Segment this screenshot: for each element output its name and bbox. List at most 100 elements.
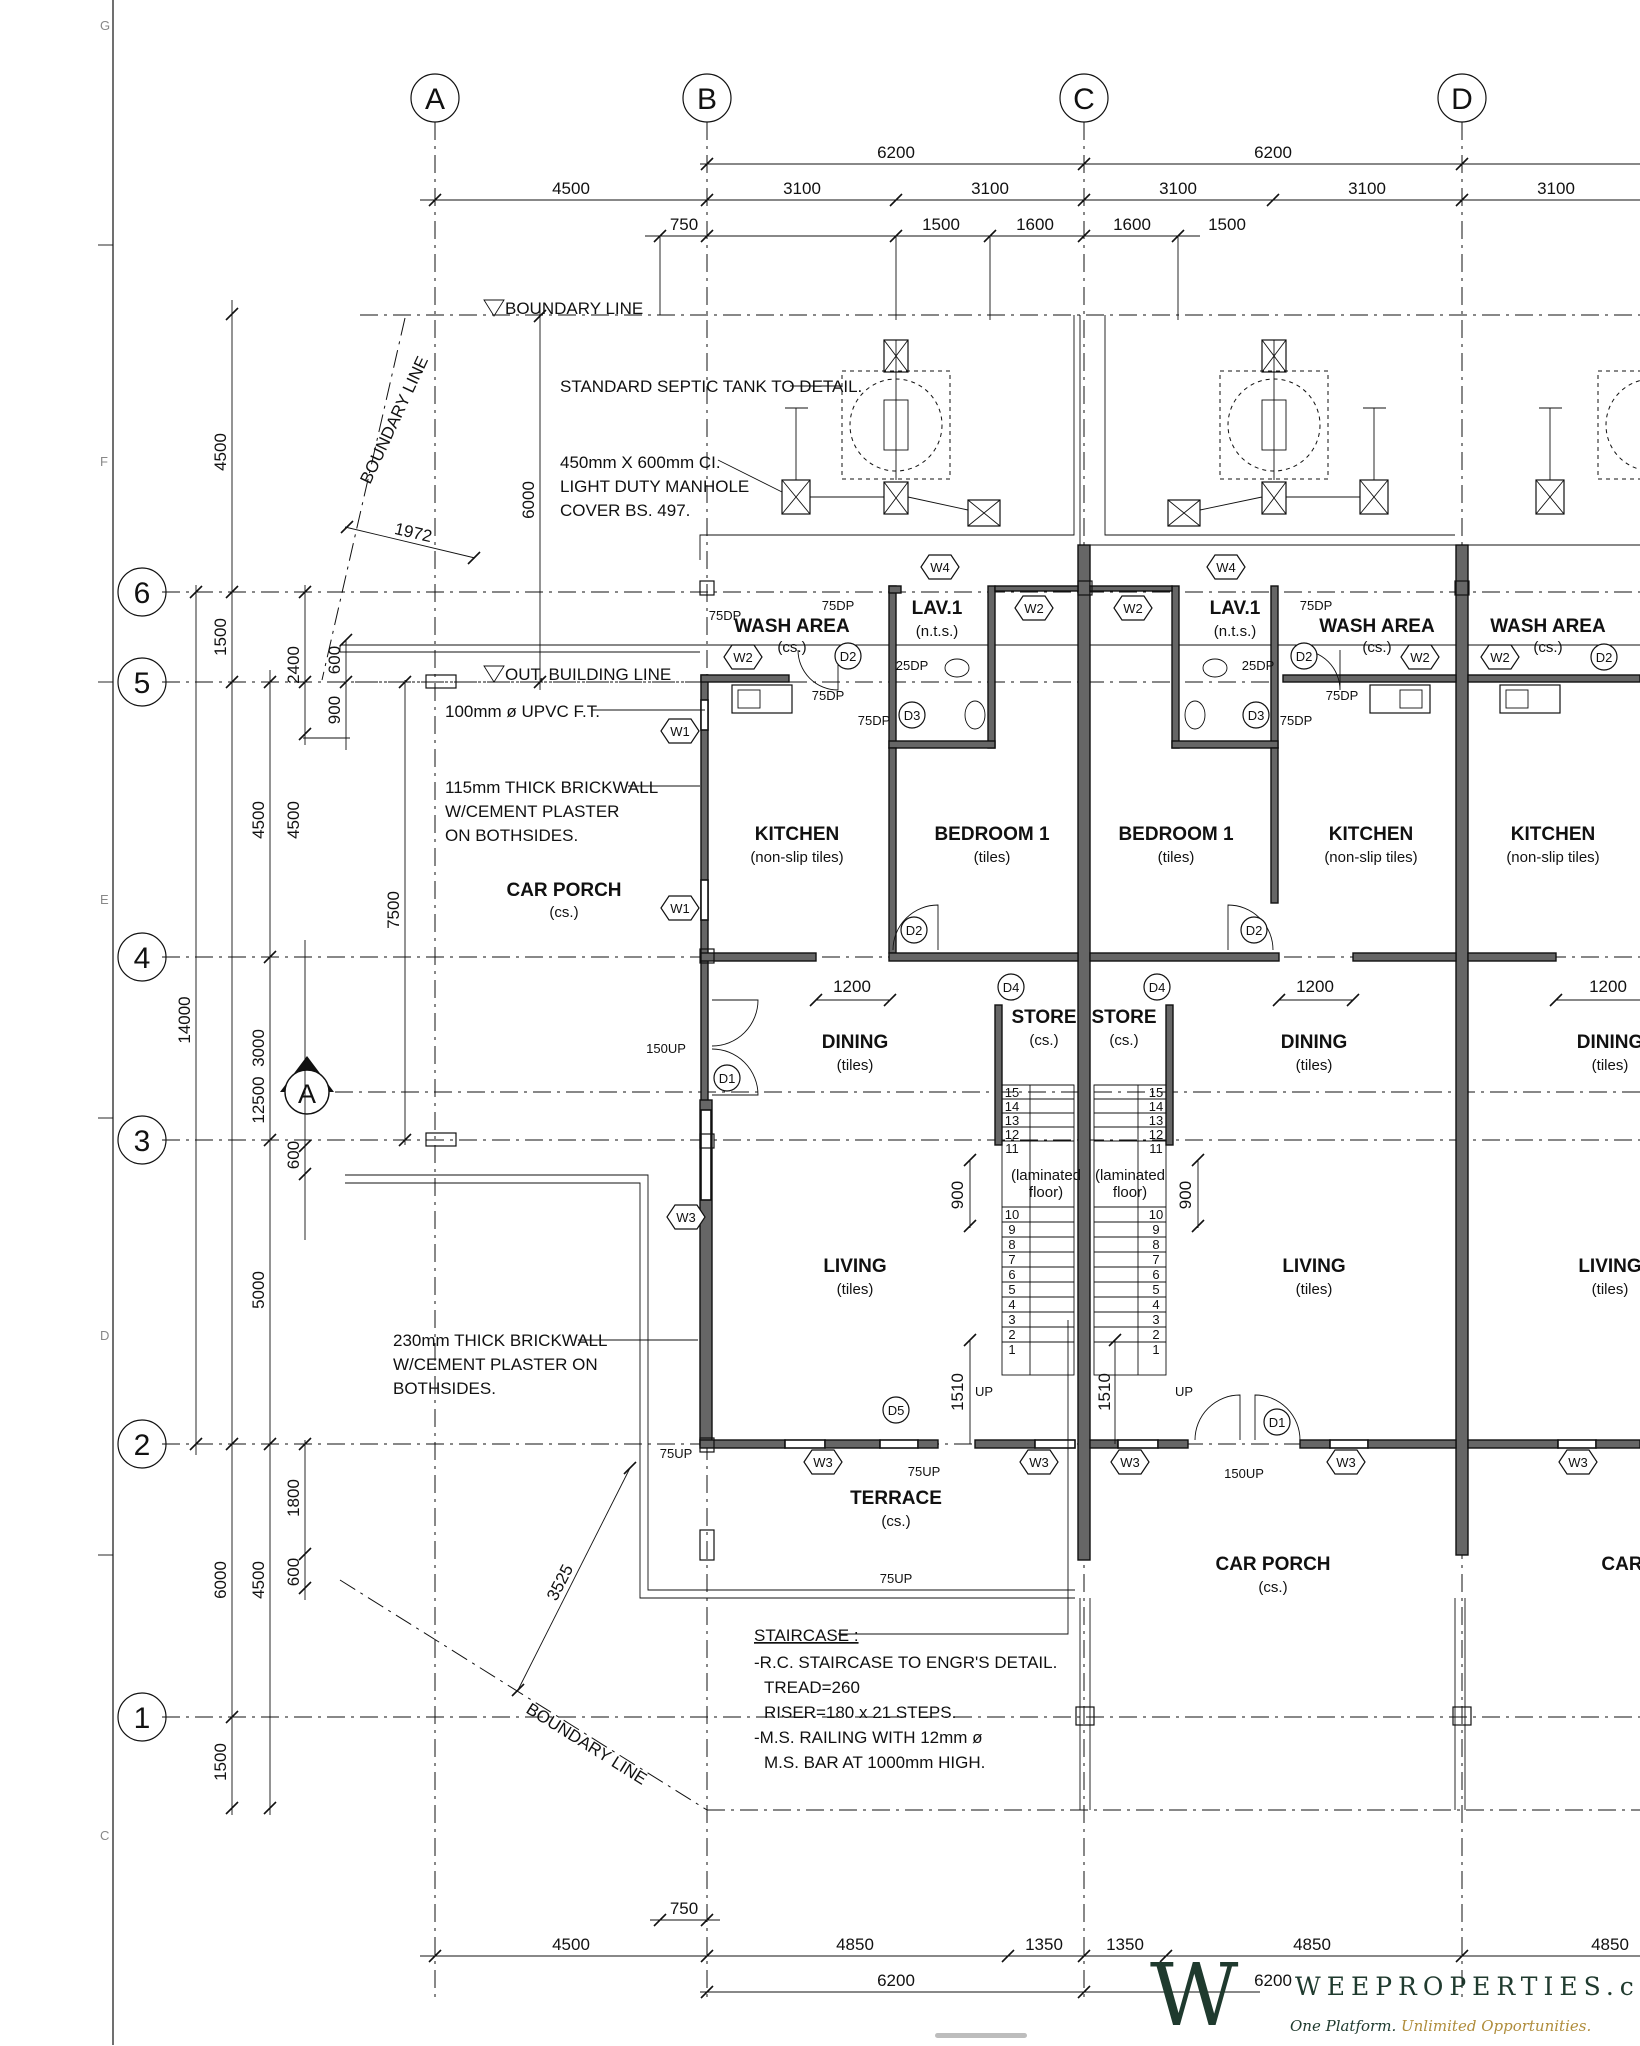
room-finish: (n.t.s.) bbox=[1214, 623, 1257, 640]
door-tag: D2 bbox=[1246, 923, 1263, 938]
door-tag-shape bbox=[1590, 643, 1618, 671]
door-tag: D3 bbox=[904, 708, 921, 723]
window-tag-shape bbox=[1014, 595, 1054, 621]
room-finish: (non-slip tiles) bbox=[1324, 849, 1417, 866]
left-dim-chain-2: 4500 1500 6000 1500 bbox=[211, 300, 239, 1815]
note-manhole: COVER BS. 497. bbox=[560, 501, 690, 520]
window bbox=[700, 879, 709, 921]
note-brick230: 230mm THICK BRICKWALL bbox=[393, 1331, 607, 1350]
room-finish: (cs.) bbox=[549, 904, 578, 921]
note-staircase: TREAD=260 bbox=[764, 1678, 860, 1697]
dim-text: 4850 bbox=[1591, 1935, 1629, 1954]
left-dim-chain-3: 12500 bbox=[249, 670, 277, 1815]
door-tag: D4 bbox=[1149, 980, 1166, 995]
room-finish: (cs.) bbox=[1533, 639, 1562, 656]
room-name: LAV.1 bbox=[1210, 598, 1261, 619]
window-tag-shape bbox=[660, 718, 700, 744]
dim-6000-vertical: 6000 bbox=[519, 309, 547, 690]
grid-label: 5 bbox=[134, 667, 151, 700]
stair-step-number: 8 bbox=[1152, 1237, 1159, 1252]
dim-text: 6200 bbox=[1254, 1971, 1292, 1990]
home-indicator[interactable] bbox=[935, 2033, 1027, 2038]
stair-step-number: 3 bbox=[1008, 1312, 1015, 1327]
room-finish: (tiles) bbox=[1296, 1281, 1333, 1298]
window-tag: W2 bbox=[1024, 601, 1044, 616]
room-finish: (tiles) bbox=[974, 849, 1011, 866]
manhole bbox=[883, 481, 909, 515]
door-tag-shape bbox=[1290, 642, 1318, 670]
level-tag: 75DP bbox=[858, 713, 891, 728]
septic-tank bbox=[1597, 370, 1640, 480]
grid-bubble-1: 1 bbox=[117, 1692, 167, 1742]
boundary-label-diagonal: BOUNDARY LINE bbox=[356, 353, 432, 486]
wall bbox=[1352, 952, 1457, 962]
room-label: WASH AREA(cs.) bbox=[1490, 616, 1606, 656]
toilet bbox=[1184, 658, 1228, 730]
note-staircase: -R.C. STAIRCASE TO ENGR'S DETAIL. bbox=[754, 1653, 1057, 1672]
level-tag: UP bbox=[1175, 1384, 1193, 1399]
dim-text: 1972 bbox=[393, 519, 434, 546]
brand-watermark: W WEEPROPERTIES.com One Platform. Unlimi… bbox=[1150, 1950, 1640, 2042]
dim-text: 1800 bbox=[284, 1479, 303, 1517]
room-finish: (tiles) bbox=[837, 1281, 874, 1298]
room-name: CAR PORCH bbox=[1215, 1554, 1330, 1575]
manhole bbox=[883, 339, 909, 373]
window-tag: W2 bbox=[1123, 601, 1143, 616]
stair-step-number: 4 bbox=[1152, 1297, 1159, 1312]
brand-name: WEEPROPERTIES.com bbox=[1295, 1972, 1640, 2001]
window-tag-shape bbox=[1206, 554, 1246, 580]
note-brick115: 115mm THICK BRICKWALL bbox=[445, 778, 658, 797]
wall bbox=[1171, 585, 1180, 749]
column bbox=[1454, 580, 1470, 596]
level-tag: 75UP bbox=[660, 1446, 693, 1461]
stair-step-number: 11 bbox=[1005, 1141, 1019, 1156]
room-name: LIVING bbox=[1282, 1256, 1345, 1277]
door-tag: D3 bbox=[1248, 708, 1265, 723]
brand-tagline-a: One Platform. bbox=[1290, 2017, 1397, 2035]
wall bbox=[994, 585, 1079, 592]
grid-label: 2 bbox=[134, 1429, 151, 1462]
room-label: DINING(tiles) bbox=[822, 1032, 889, 1074]
manhole bbox=[1261, 339, 1287, 373]
stair-step-number: 2 bbox=[1008, 1327, 1015, 1342]
level-tag: 25DP bbox=[896, 658, 929, 673]
door-tag: D1 bbox=[1269, 1415, 1286, 1430]
level-tag: 75UP bbox=[880, 1571, 913, 1586]
septic-tank bbox=[1219, 340, 1329, 480]
drain-line bbox=[699, 315, 1075, 560]
door-tag-shape bbox=[882, 1396, 910, 1424]
door-tag: D1 bbox=[719, 1071, 736, 1086]
window-tag-shape bbox=[1019, 1449, 1059, 1475]
stair-step-number: 9 bbox=[1152, 1222, 1159, 1237]
room-name: STORE bbox=[1091, 1007, 1156, 1028]
room-label: STORE (cs.) bbox=[1091, 1007, 1156, 1049]
column bbox=[699, 580, 715, 596]
wall bbox=[1089, 585, 1173, 592]
column bbox=[699, 1133, 715, 1149]
grid-label: 1 bbox=[134, 1702, 151, 1735]
stair-floor-label: floor) bbox=[1029, 1184, 1063, 1201]
level-tag: 75DP bbox=[822, 598, 855, 613]
dim-1200: 1200 bbox=[809, 977, 897, 1007]
window-tag: W4 bbox=[1216, 560, 1236, 575]
dim-text: 3100 bbox=[1348, 179, 1386, 198]
stair-step-number: 5 bbox=[1152, 1282, 1159, 1297]
note-brick230: BOTHSIDES. bbox=[393, 1379, 496, 1398]
door-tag-shape bbox=[1263, 1408, 1291, 1436]
column bbox=[425, 674, 457, 689]
room-name: DINING bbox=[1577, 1032, 1640, 1053]
dim-1972-diagonal: 1972 bbox=[340, 519, 481, 565]
wall bbox=[1282, 674, 1457, 683]
door-tag-shape bbox=[1240, 916, 1268, 944]
dim-text: 6000 bbox=[211, 1561, 230, 1599]
door-swing bbox=[1194, 1394, 1241, 1441]
window-tag-shape bbox=[1326, 1449, 1366, 1475]
section-marker-label: A bbox=[298, 1079, 316, 1109]
manhole bbox=[781, 479, 811, 515]
door-swing bbox=[711, 1048, 759, 1096]
dim-900: 900 bbox=[1176, 1153, 1205, 1233]
dim-text: 6000 bbox=[519, 481, 538, 519]
door-swing bbox=[711, 999, 759, 1047]
room-finish: (cs.) bbox=[1109, 1032, 1138, 1049]
dim-text: 1500 bbox=[922, 215, 960, 234]
